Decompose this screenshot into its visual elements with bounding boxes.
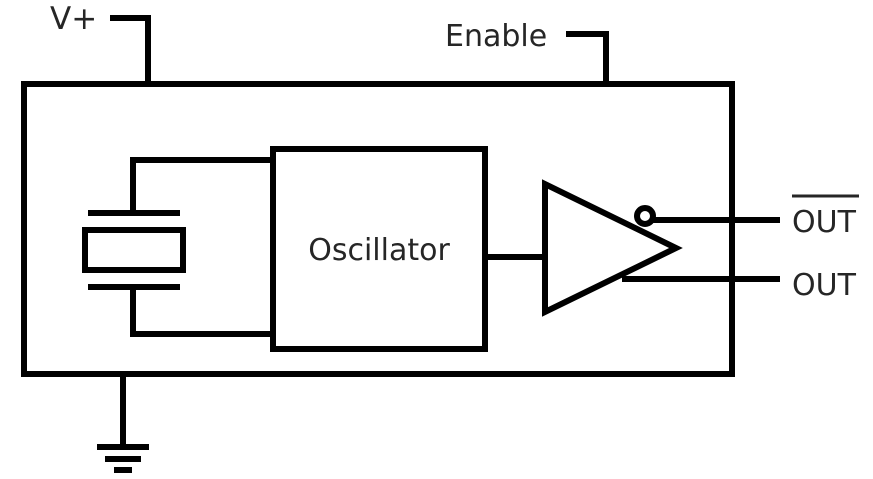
out-inverted-label: OUT — [792, 205, 857, 240]
enable-label: Enable — [445, 19, 547, 54]
inversion-bubble-icon — [634, 205, 656, 227]
out-label: OUT — [792, 268, 857, 303]
oscillator-block — [270, 146, 488, 352]
supply-label: V+ — [50, 1, 97, 37]
crystal-icon — [82, 157, 272, 337]
oscillator-label: Oscillator — [308, 233, 450, 268]
ground-icon — [97, 374, 149, 473]
supply-wire — [110, 15, 151, 84]
buffer-triangle-icon — [542, 179, 683, 317]
